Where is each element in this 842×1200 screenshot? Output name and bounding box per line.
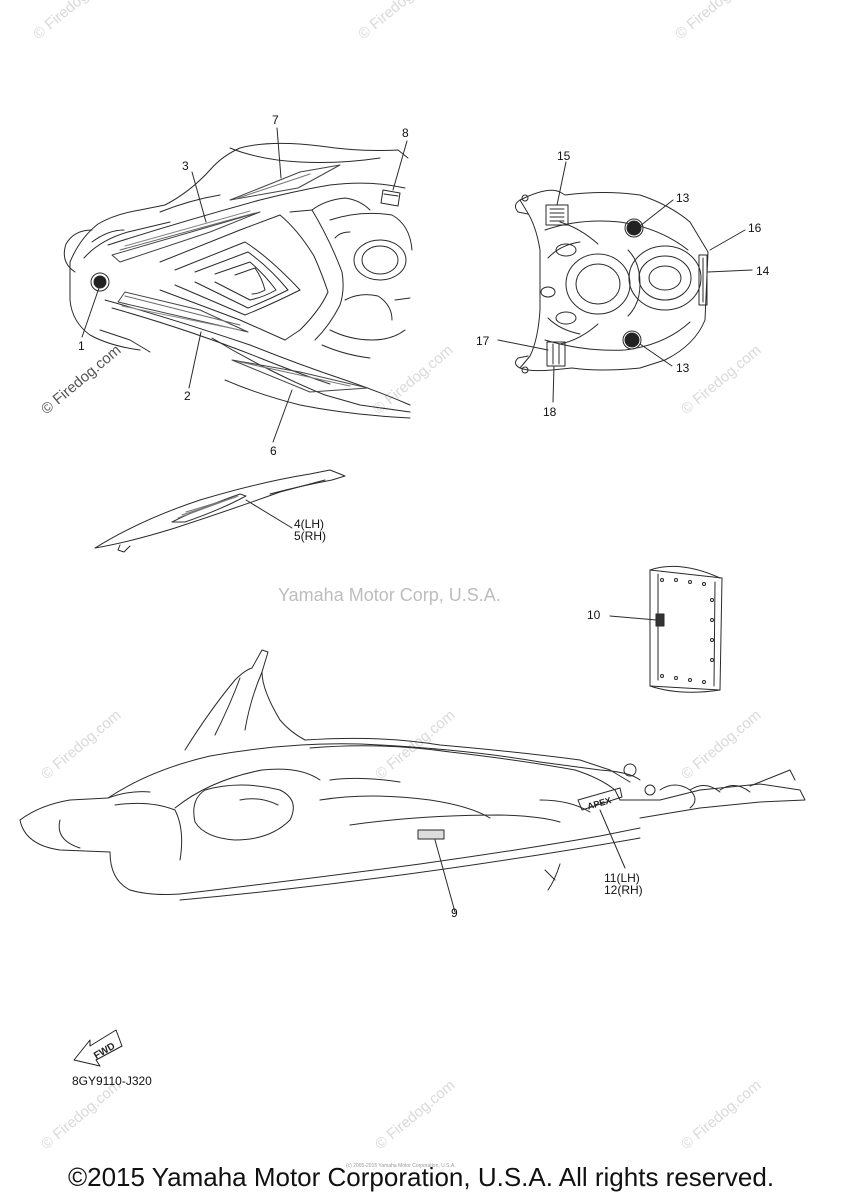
callout-11-12: 11(LH) 12(RH) xyxy=(604,871,643,897)
top-view-panel xyxy=(497,161,753,403)
callout-10: 10 xyxy=(587,608,601,622)
callout-3: 3 xyxy=(182,159,189,173)
callout-14: 14 xyxy=(756,264,770,278)
front-hood-assembly xyxy=(63,127,413,443)
apex-decal-text: APEX xyxy=(586,795,612,811)
callout-1: 1 xyxy=(78,339,85,353)
callout-15: 15 xyxy=(557,149,571,163)
diagram-code: 8GY9110-J320 xyxy=(72,1074,152,1088)
copyright-fine-print: (c) 2005-2015 Yamaha Motor Corporation, … xyxy=(346,1163,456,1169)
callout-6: 6 xyxy=(270,444,277,458)
center-watermark: Yamaha Motor Corp, U.S.A. xyxy=(278,585,501,605)
callout-4-5: 4(LH) 5(RH) xyxy=(294,517,326,543)
callout-13-top: 13 xyxy=(676,191,690,205)
fwd-arrow-text: FWD xyxy=(92,1041,117,1062)
callout-17: 17 xyxy=(476,334,490,348)
callout-8: 8 xyxy=(402,126,409,140)
rear-plate xyxy=(609,565,723,693)
callout-7: 7 xyxy=(272,113,279,127)
callout-9: 9 xyxy=(451,906,458,920)
callout-2: 2 xyxy=(184,389,191,403)
fwd-arrow-icon: FWD xyxy=(73,1029,123,1067)
side-panel xyxy=(94,469,346,553)
snowmobile-side-view: APEX xyxy=(19,649,806,913)
callout-18: 18 xyxy=(543,405,557,419)
callout-13-bottom: 13 xyxy=(676,361,690,375)
copyright-footer: ©2015 Yamaha Motor Corporation, U.S.A. A… xyxy=(67,1162,775,1192)
callout-16: 16 xyxy=(748,221,762,235)
